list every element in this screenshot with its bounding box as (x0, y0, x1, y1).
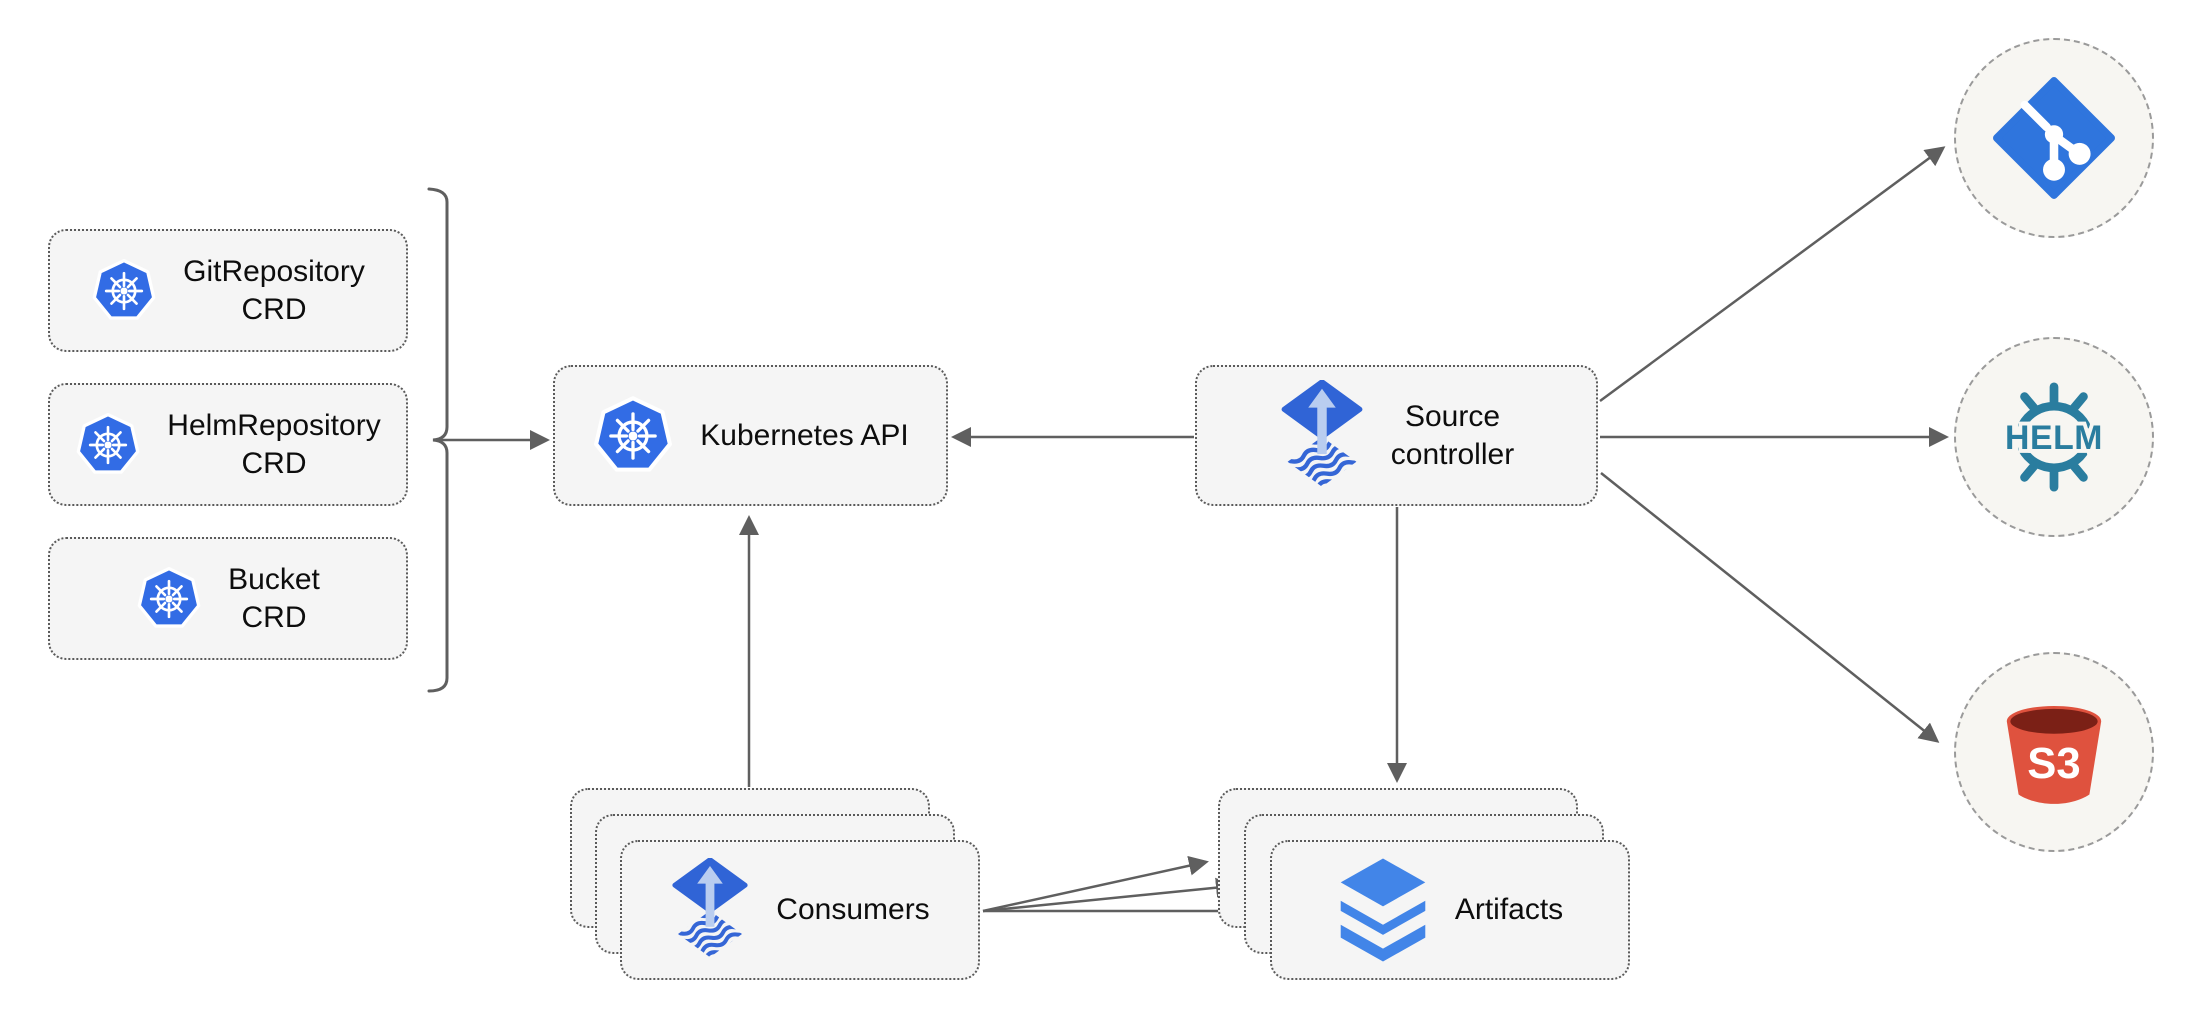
kubernetes-icon (91, 258, 157, 324)
kubernetes-icon (136, 566, 202, 632)
artifacts-label: Artifacts (1454, 893, 1564, 927)
kubernetes-icon (75, 412, 141, 478)
bucket-crd-label: Bucket CRD (228, 563, 320, 634)
crd-group-bracket (427, 187, 449, 693)
connector-source-to-s3 (1600, 472, 1940, 743)
connector-source-to-git (1599, 146, 1946, 403)
flux-icon (670, 858, 750, 962)
helm-wordmark: HELM (2005, 419, 2103, 457)
layers-icon (1337, 853, 1429, 967)
consumers-node: Consumers (620, 840, 980, 980)
kubernetes-api-node: Kubernetes API (553, 365, 948, 506)
connector-consumers-to-artifacts-2 (982, 877, 1236, 913)
helmrepository-crd-label: HelmRepository CRD (167, 409, 381, 480)
helm-endpoint: HELM (1954, 337, 2154, 537)
gitrepository-crd-label: GitRepository CRD (183, 255, 365, 326)
consumers-label: Consumers (776, 893, 930, 927)
helmrepository-crd-node: HelmRepository CRD (48, 383, 408, 506)
helm-icon: HELM (1992, 377, 2116, 497)
git-icon (1993, 77, 2115, 199)
s3-endpoint: S3 (1954, 652, 2154, 852)
git-endpoint (1954, 38, 2154, 238)
source-controller-node: Source controller (1195, 365, 1598, 506)
s3-bucket-icon: S3 (1995, 693, 2113, 811)
s3-wordmark: S3 (2027, 739, 2080, 788)
source-controller-label: Source controller (1390, 400, 1515, 471)
gitrepository-crd-node: GitRepository CRD (48, 229, 408, 352)
connector-consumers-to-artifacts-1 (982, 855, 1209, 913)
kubernetes-api-label: Kubernetes API (700, 418, 909, 452)
flux-icon (1279, 379, 1365, 492)
kubernetes-icon (592, 395, 674, 477)
bucket-crd-node: Bucket CRD (48, 537, 408, 660)
artifacts-node: Artifacts (1270, 840, 1630, 980)
